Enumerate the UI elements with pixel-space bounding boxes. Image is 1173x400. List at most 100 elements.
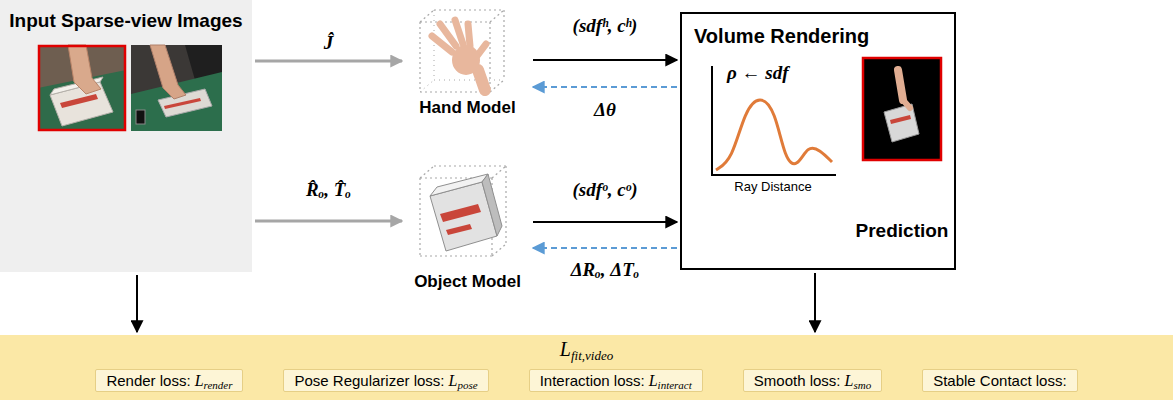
finger bbox=[432, 36, 452, 52]
loss-name: Render loss: bbox=[106, 372, 190, 389]
photo bbox=[38, 45, 126, 131]
box bbox=[50, 82, 113, 126]
cube-edge bbox=[503, 10, 504, 80]
finger bbox=[903, 100, 910, 108]
wrist bbox=[478, 70, 485, 90]
box-top bbox=[430, 174, 488, 196]
loss-name: Smooth loss: bbox=[754, 372, 841, 389]
tablecloth bbox=[38, 70, 126, 131]
loss-symbol: L bbox=[560, 338, 571, 361]
flow-arrow bbox=[136, 275, 138, 332]
box bbox=[158, 89, 212, 117]
cube-edge bbox=[490, 80, 504, 92]
flow-arrow bbox=[814, 273, 816, 332]
loss-box: Render loss: Lrender bbox=[95, 369, 243, 392]
box-top bbox=[50, 77, 103, 95]
photo bbox=[131, 45, 222, 131]
loss-box: Stable Contact loss: bbox=[922, 369, 1077, 392]
tablecloth bbox=[131, 72, 222, 131]
formula-label: ρ ← sdf bbox=[727, 62, 789, 84]
photo-ground bbox=[38, 45, 126, 131]
cube-edge bbox=[434, 10, 435, 80]
model-label: Object Model bbox=[414, 272, 521, 292]
cube-edge bbox=[491, 178, 492, 256]
hand-model: Hand Model bbox=[405, 2, 530, 122]
prediction-image bbox=[863, 58, 941, 160]
finger bbox=[440, 24, 456, 46]
loss-symbol: L bbox=[195, 372, 204, 390]
loss-subscript: smo bbox=[853, 379, 871, 391]
box-print bbox=[446, 224, 472, 235]
gradient-arrow bbox=[533, 247, 677, 249]
cube-edge bbox=[420, 166, 434, 178]
input-panel: Input Sparse-view Images bbox=[0, 0, 252, 272]
finger bbox=[468, 24, 470, 46]
hand-model-figure bbox=[420, 10, 504, 92]
cube-edge bbox=[419, 22, 420, 92]
loss-subscript: interact bbox=[658, 379, 692, 391]
flow-arrow bbox=[255, 220, 402, 223]
loss-symbol: L bbox=[449, 372, 458, 390]
loss-name: Pose Regularizer loss: bbox=[294, 372, 444, 389]
palm bbox=[452, 45, 480, 75]
band-title: Lfit,video bbox=[0, 338, 1173, 361]
loss-box: Smooth loss:Lsmo bbox=[743, 369, 882, 392]
box bbox=[430, 182, 497, 251]
hand bbox=[150, 45, 186, 99]
loss-symbol: L bbox=[845, 372, 854, 390]
edge-label: ΔRₒ, ΔTₒ bbox=[571, 259, 640, 281]
model-label: Hand Model bbox=[419, 98, 515, 118]
prediction-frame bbox=[863, 58, 941, 160]
gradient-arrow bbox=[533, 86, 677, 88]
hand bbox=[68, 45, 101, 94]
loss-subscript: fit,video bbox=[571, 348, 613, 364]
flow-arrow bbox=[533, 59, 677, 61]
volume-rendering-box: Volume RenderingPrediction bbox=[680, 12, 956, 270]
prediction-label: Prediction bbox=[856, 220, 949, 242]
photo-ground bbox=[131, 45, 222, 131]
loss-name: Stable Contact loss: bbox=[933, 372, 1066, 389]
cube-edge bbox=[420, 177, 492, 178]
cube-edge bbox=[420, 21, 490, 22]
loss-box: Pose Regularizer loss: Lpose bbox=[283, 369, 488, 392]
loss-subscript: render bbox=[204, 379, 233, 391]
photo-frame bbox=[39, 46, 125, 130]
loss-subscript: pose bbox=[457, 379, 477, 391]
edge-label: Ĵ bbox=[324, 32, 334, 54]
cube-edge bbox=[420, 91, 490, 92]
loss-name: Interaction loss: bbox=[540, 372, 645, 389]
panel-title: Input Sparse-view Images bbox=[9, 10, 242, 32]
flow-arrow bbox=[255, 60, 402, 63]
cube-edge bbox=[505, 166, 506, 244]
person bbox=[185, 45, 222, 95]
finger bbox=[455, 20, 463, 44]
cube-edge bbox=[492, 244, 506, 256]
edge-label: Δθ bbox=[594, 99, 616, 121]
cube-edge bbox=[434, 165, 506, 166]
cube-edge bbox=[434, 80, 504, 81]
edge-label: (sdfʰ, cʰ) bbox=[573, 15, 638, 37]
axis-label: Ray Distance bbox=[734, 179, 811, 194]
box-print bbox=[60, 94, 98, 108]
edge-label: (sdfᵒ, cᵒ) bbox=[573, 179, 638, 201]
box-side bbox=[482, 174, 502, 236]
box-print bbox=[440, 204, 481, 222]
cube-edge bbox=[489, 22, 490, 92]
cube-edge bbox=[490, 10, 504, 22]
phone bbox=[136, 110, 145, 124]
box bbox=[884, 104, 919, 142]
arm bbox=[898, 70, 903, 100]
box-print bbox=[890, 115, 911, 124]
loss-box: Interaction loss:Linteract bbox=[529, 369, 703, 392]
cube-edge bbox=[420, 255, 492, 256]
loss-band: Lfit,videoRender loss: Lrender Pose Regula… bbox=[0, 335, 1173, 400]
cube-edge bbox=[419, 178, 420, 256]
cube-edge bbox=[420, 10, 434, 22]
density-curve bbox=[716, 100, 832, 170]
thumb bbox=[474, 44, 486, 60]
flow-arrow bbox=[533, 221, 677, 223]
object-model: Object Model bbox=[405, 158, 530, 296]
box-title: Volume Rendering bbox=[694, 25, 869, 48]
box-print bbox=[164, 98, 201, 109]
